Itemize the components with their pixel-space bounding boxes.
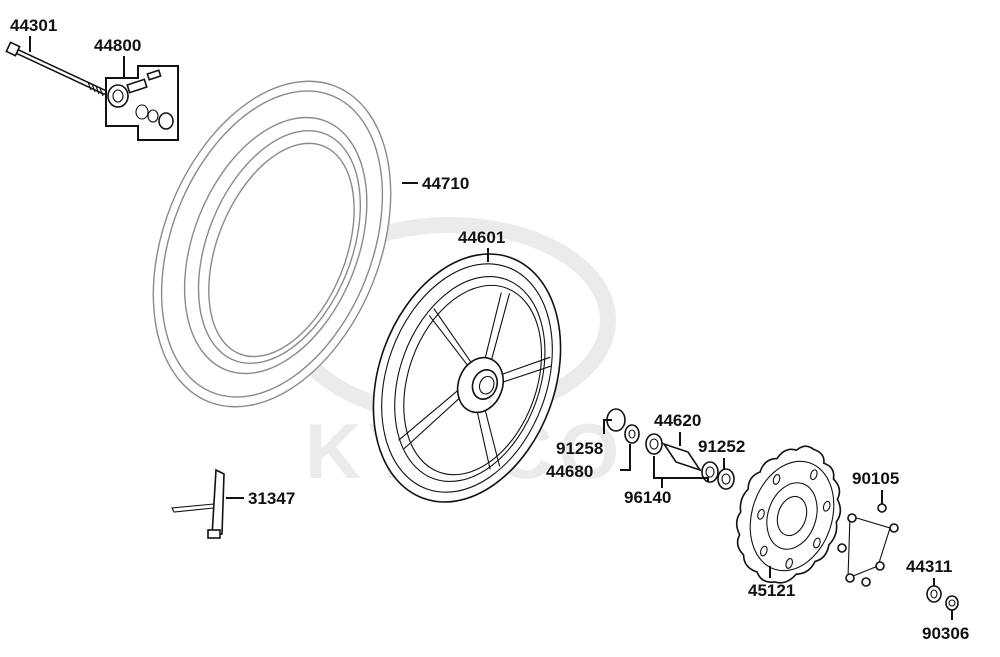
part-label-44311: 44311	[906, 557, 952, 576]
axle-label-group: 44301	[10, 16, 57, 52]
part-label-44800: 44800	[94, 36, 141, 55]
part-label-31347: 31347	[248, 489, 295, 508]
part-label-44710: 44710	[422, 174, 469, 193]
brake-disc-label-group: 45121	[748, 566, 795, 600]
part-label-91252: 91252	[698, 437, 745, 456]
seal-labels-group: 91258 44620 91252 44680 96140	[546, 411, 745, 507]
disc-bolts-label-group: 90105	[852, 469, 899, 504]
disc-bolts-drawing	[837, 503, 899, 587]
bearing-spacer-44620-drawing	[662, 442, 702, 472]
brake-disc-drawing	[735, 445, 842, 584]
clip-label-group: 31347	[226, 489, 295, 508]
front-wheel-rim-drawing	[372, 253, 562, 503]
part-label-90306: 90306	[922, 624, 969, 643]
bearing-96140-left-drawing	[645, 433, 663, 455]
collar-nut-labels-group: 44311 90306	[906, 557, 969, 643]
part-label-44301: 44301	[10, 16, 57, 35]
part-label-90105: 90105	[852, 469, 899, 488]
oil-seal-91252-drawing	[717, 468, 735, 490]
part-label-45121: 45121	[748, 581, 795, 600]
part-label-91258: 91258	[556, 439, 603, 458]
speedometer-gear-box-drawing	[105, 65, 179, 141]
collar-44311-drawing	[926, 585, 942, 603]
part-label-44620: 44620	[654, 411, 701, 430]
rim-label-group: 44601	[458, 228, 505, 262]
tire-label-group: 44710	[402, 174, 469, 193]
part-label-44601: 44601	[458, 228, 505, 247]
axle-nut-90306-drawing	[945, 595, 959, 611]
gear-box-label-group: 44800	[94, 36, 141, 78]
part-label-96140: 96140	[624, 488, 671, 507]
clip-drawing	[171, 468, 225, 539]
part-label-44680: 44680	[546, 462, 593, 481]
front-axle-drawing	[5, 41, 107, 97]
retainer-44680-drawing	[624, 424, 640, 444]
front-tire-drawing	[152, 80, 392, 408]
